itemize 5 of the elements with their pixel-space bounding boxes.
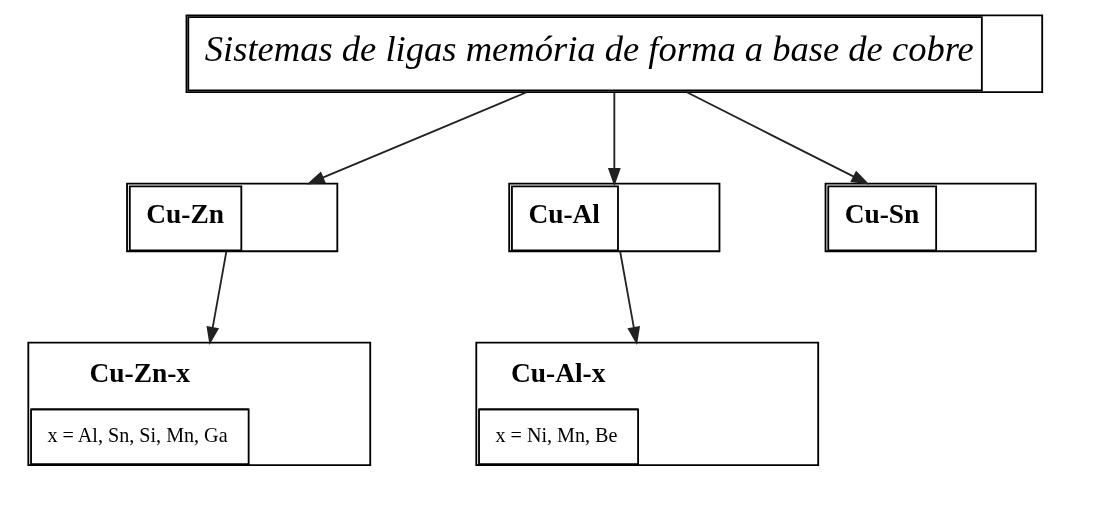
arrow bbox=[306, 91, 528, 185]
arrow bbox=[607, 91, 621, 187]
arrow bbox=[686, 91, 870, 185]
arrow bbox=[206, 251, 228, 346]
arrow bbox=[619, 251, 641, 346]
